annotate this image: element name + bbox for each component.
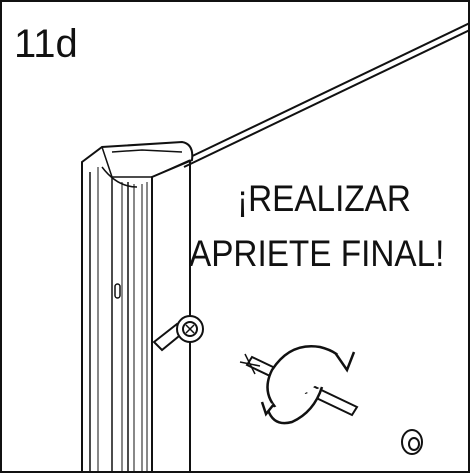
step-number: 11d [14, 22, 78, 66]
instruction-line-2: APRIETE FINAL! [189, 233, 445, 274]
instruction-line-1: ¡REALIZAR [237, 178, 411, 219]
rotate-arrow-icon [260, 345, 356, 425]
hinge-pin-icon [152, 315, 204, 352]
door-profile [81, 140, 194, 471]
cap-icon [401, 429, 423, 455]
glass-panel-edge [183, 22, 468, 168]
